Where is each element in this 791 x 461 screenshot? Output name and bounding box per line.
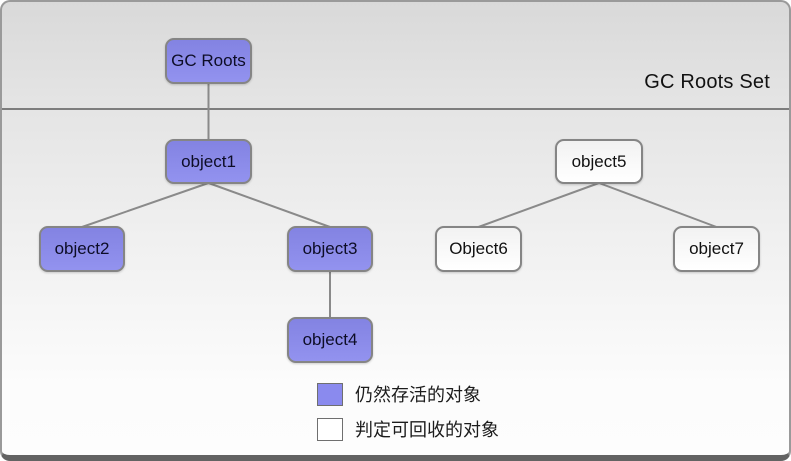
node-label: object1 (181, 151, 236, 171)
node-label: object2 (54, 239, 110, 258)
legend-item-alive: 仍然存活的对象 (317, 382, 499, 406)
node-object1: object1 (165, 139, 252, 184)
node-label: object3 (302, 239, 358, 258)
gc-roots-set-title: GC Roots Set (644, 71, 770, 93)
node-object5: object5 (555, 139, 643, 184)
edge-lines (81, 83, 717, 318)
node-object4: object4 (287, 317, 373, 363)
node-object6: Object6 (435, 226, 522, 272)
node-object3: object3 (287, 226, 373, 272)
node-label: object5 (571, 151, 627, 171)
node-gc-roots: GC Roots (165, 38, 252, 84)
node-label: object7 (689, 239, 744, 258)
legend: 仍然存活的对象 判定可回收的对象 (317, 382, 499, 452)
roots-set-divider-line (2, 108, 789, 110)
node-label: Object6 (449, 239, 508, 258)
node-label: object4 (302, 330, 358, 349)
node-label: GC Roots (171, 51, 246, 70)
node-object2: object2 (39, 226, 125, 272)
node-object7: object7 (673, 226, 760, 272)
legend-swatch-alive (317, 382, 343, 406)
legend-label-collectable: 判定可回收的对象 (355, 420, 499, 440)
legend-item-collectable: 判定可回收的对象 (317, 417, 499, 441)
legend-swatch-collectable (317, 417, 343, 441)
legend-label-alive: 仍然存活的对象 (355, 385, 481, 405)
